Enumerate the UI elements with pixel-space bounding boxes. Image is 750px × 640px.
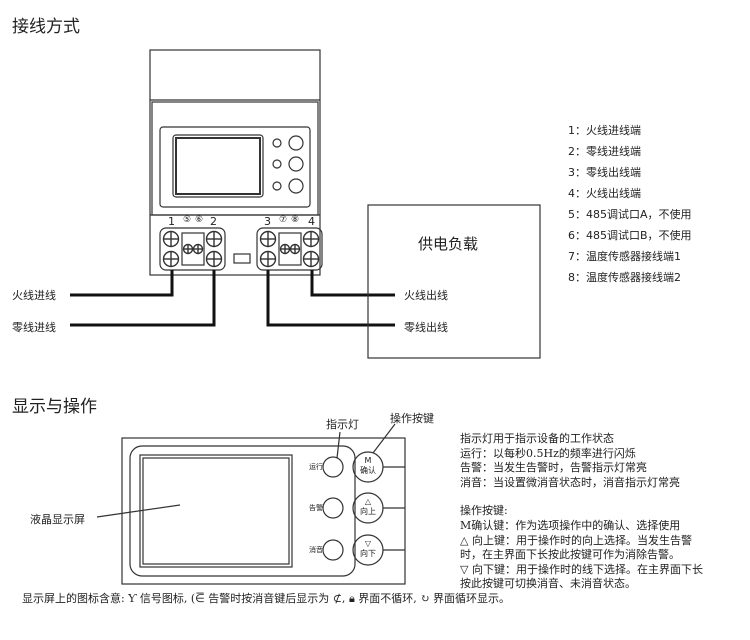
lock-icon: 🔒︎ xyxy=(348,592,355,605)
terminal-label: 1 xyxy=(168,215,175,228)
wiring-title: 接线方式 xyxy=(12,17,80,37)
legend-item: 3：零线出线端 xyxy=(568,166,641,179)
desc-line: 指示灯用于指示设备的工作状态 xyxy=(460,432,614,445)
desc-line: M确认键：作为选项操作中的确认、选择使用 xyxy=(460,518,681,532)
wires xyxy=(70,270,395,327)
out-live-label: 火线出线 xyxy=(404,289,448,302)
down-arrow-icon: ▽ xyxy=(364,539,372,548)
desc-line: 消音：当设置微消音状态时，消音指示灯常亮 xyxy=(460,475,680,489)
muted-speaker-icon: ⊄, xyxy=(332,592,346,605)
description: 指示灯用于指示设备的工作状态 运行：以每秒0.5Hz的频率进行闪烁 告警：当发生… xyxy=(460,432,703,592)
desc-line: 时，在主界面下长按此按键可作为消除告警。 xyxy=(460,548,680,562)
terminal-label: 4 xyxy=(308,215,315,228)
note-text: 显示屏上的图标含意: xyxy=(22,592,125,605)
legend-item: 7：温度传感器接线端1 xyxy=(568,250,681,263)
terminal-label: ⑤ xyxy=(183,215,192,225)
cycle-icon: ↻ xyxy=(420,592,430,605)
terminal-label: ⑧ xyxy=(291,215,300,225)
desc-line: 按此按键可切换消音、未消音状态。 xyxy=(460,577,636,591)
note-text: 告警时按消音键后显示为 xyxy=(208,592,330,605)
terminal-label: 3 xyxy=(264,215,271,228)
terminal-label: ⑦ xyxy=(279,215,288,225)
device-top-view xyxy=(149,49,323,276)
desc-line: △ 向上键：用于操作时的向上选择。当发生告警 xyxy=(460,533,692,547)
terminal-label: 2 xyxy=(210,215,217,228)
device-front-view xyxy=(96,423,406,585)
legend-item: 5：485调试口A，不使用 xyxy=(568,208,692,221)
indicator-alarm-label: 告警 xyxy=(309,504,323,512)
up-button[interactable]: △向上 xyxy=(356,497,380,517)
legend-item: 4：火线出线端 xyxy=(568,187,641,200)
load-label: 供电负载 xyxy=(418,235,479,253)
in-live-label: 火线进线 xyxy=(12,289,56,302)
display-title: 显示与操作 xyxy=(12,397,97,417)
out-neutral-label: 零线出线 xyxy=(404,321,448,334)
button-callout: 操作按键 xyxy=(390,412,434,425)
legend-item: 1：火线进线端 xyxy=(568,124,641,137)
indicator-mute-label: 消音 xyxy=(309,546,323,554)
legend-item: 6：485调试口B，不使用 xyxy=(568,229,692,242)
button-label: 向下 xyxy=(360,549,376,558)
speaker-icon: (⋶ xyxy=(190,592,205,605)
legend-item: 8：温度传感器接线端2 xyxy=(568,271,681,284)
icons-note: 显示屏上的图标含意: Ƴ 信号图标, (⋶ 告警时按消音键后显示为 ⊄, 🔒︎ … xyxy=(22,590,510,606)
button-label: 确认 xyxy=(360,466,376,475)
note-text: 信号图标, xyxy=(139,592,188,605)
m-icon: M xyxy=(364,456,372,465)
terminal-label: ⑥ xyxy=(195,215,204,225)
button-label: 向上 xyxy=(360,507,376,516)
legend-item: 2：零线进线端 xyxy=(568,145,641,158)
indicator-callout: 指示灯 xyxy=(326,418,359,431)
note-text: 界面不循环, xyxy=(358,592,417,605)
lcd-label: 液晶显示屏 xyxy=(30,513,85,526)
note-text: 界面循环显示。 xyxy=(433,592,511,605)
up-arrow-icon: △ xyxy=(364,497,372,506)
indicator-run-label: 运行 xyxy=(309,463,323,471)
down-button[interactable]: ▽向下 xyxy=(356,539,380,559)
in-neutral-label: 零线进线 xyxy=(12,321,56,334)
desc-line: 告警：当发生告警时，告警指示灯常亮 xyxy=(460,461,647,475)
desc-line: 操作按键: xyxy=(460,504,508,518)
load-box xyxy=(367,204,541,359)
signal-icon: Ƴ xyxy=(128,592,137,605)
desc-line: ▽ 向下键：用于操作时的线下选择。在主界面下长 xyxy=(460,562,703,576)
desc-line: 运行：以每秒0.5Hz的频率进行闪烁 xyxy=(460,446,636,460)
